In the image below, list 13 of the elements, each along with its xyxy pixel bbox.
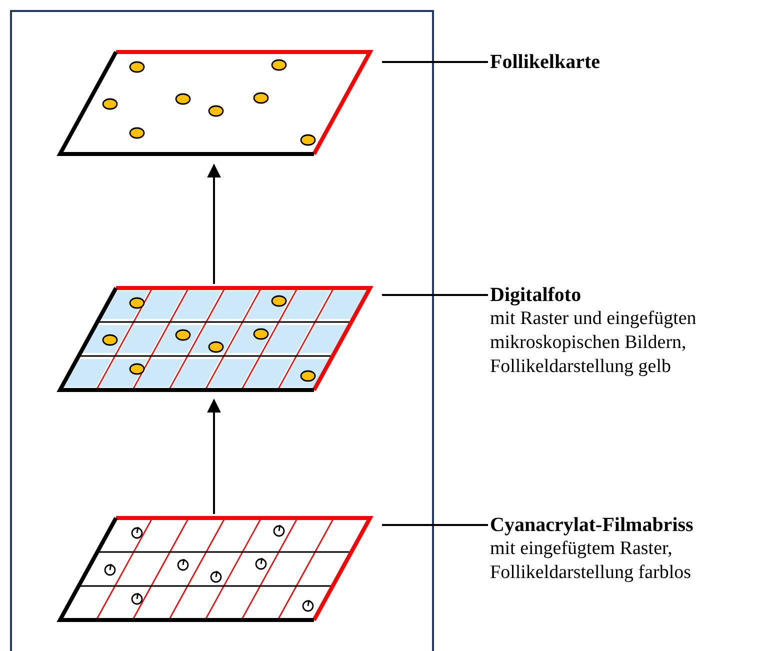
heading: Follikelkarte	[490, 50, 601, 74]
film-grid-drawing	[58, 516, 372, 622]
heading: Cyanacrylat-Filmabriss	[490, 513, 694, 537]
grid-photo-drawing	[58, 286, 372, 392]
leader-line	[382, 524, 488, 526]
arrow	[207, 398, 221, 514]
leader-line	[382, 61, 488, 63]
follicle-map-drawing	[58, 50, 372, 157]
description: mit eingefügtem Raster, Follikeldarstellung farblos	[490, 537, 692, 585]
arrow	[207, 164, 221, 284]
description: mit Raster und eingefügten mikroskopischen Bildern, Follikeldarstellung gelb	[490, 307, 698, 379]
leader-line	[382, 294, 488, 296]
heading: Digitalfoto	[490, 283, 582, 307]
